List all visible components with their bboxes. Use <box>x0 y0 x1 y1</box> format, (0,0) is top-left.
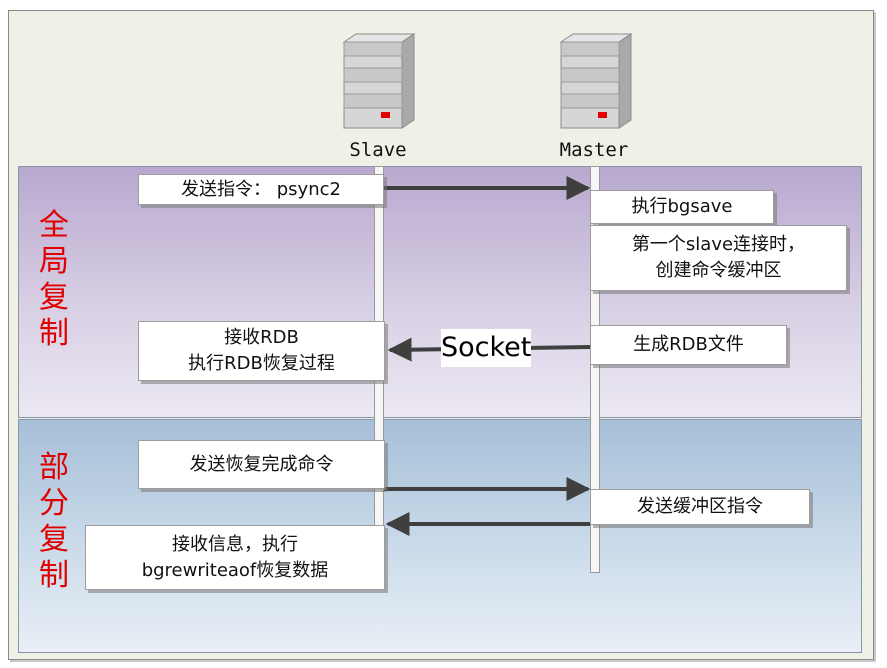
socket-label: Socket <box>441 329 531 367</box>
slave-label: Slave <box>349 139 407 161</box>
msg-exec-bgsave: 执行bgsave <box>590 190 774 224</box>
partial-replication-label: 部分复制 <box>39 450 69 593</box>
slave-server-icon <box>342 33 416 129</box>
msg-send-psync: 发送指令： psync2 <box>138 174 384 205</box>
master-label: Master <box>559 139 629 161</box>
msg-send-buffer-cmd: 发送缓冲区指令 <box>590 489 810 525</box>
msg-gen-rdb: 生成RDB文件 <box>590 325 787 365</box>
master-lifeline <box>590 166 600 573</box>
msg-send-restore-done: 发送恢复完成命令 <box>138 440 385 489</box>
full-replication-label: 全局复制 <box>39 208 69 351</box>
master-server-icon <box>559 33 633 129</box>
msg-recv-info: 接收信息，执行 bgrewriteaof恢复数据 <box>85 525 385 590</box>
msg-first-slave: 第一个slave连接时， 创建命令缓冲区 <box>590 225 847 291</box>
msg-recv-rdb: 接收RDB 执行RDB恢复过程 <box>138 321 385 381</box>
